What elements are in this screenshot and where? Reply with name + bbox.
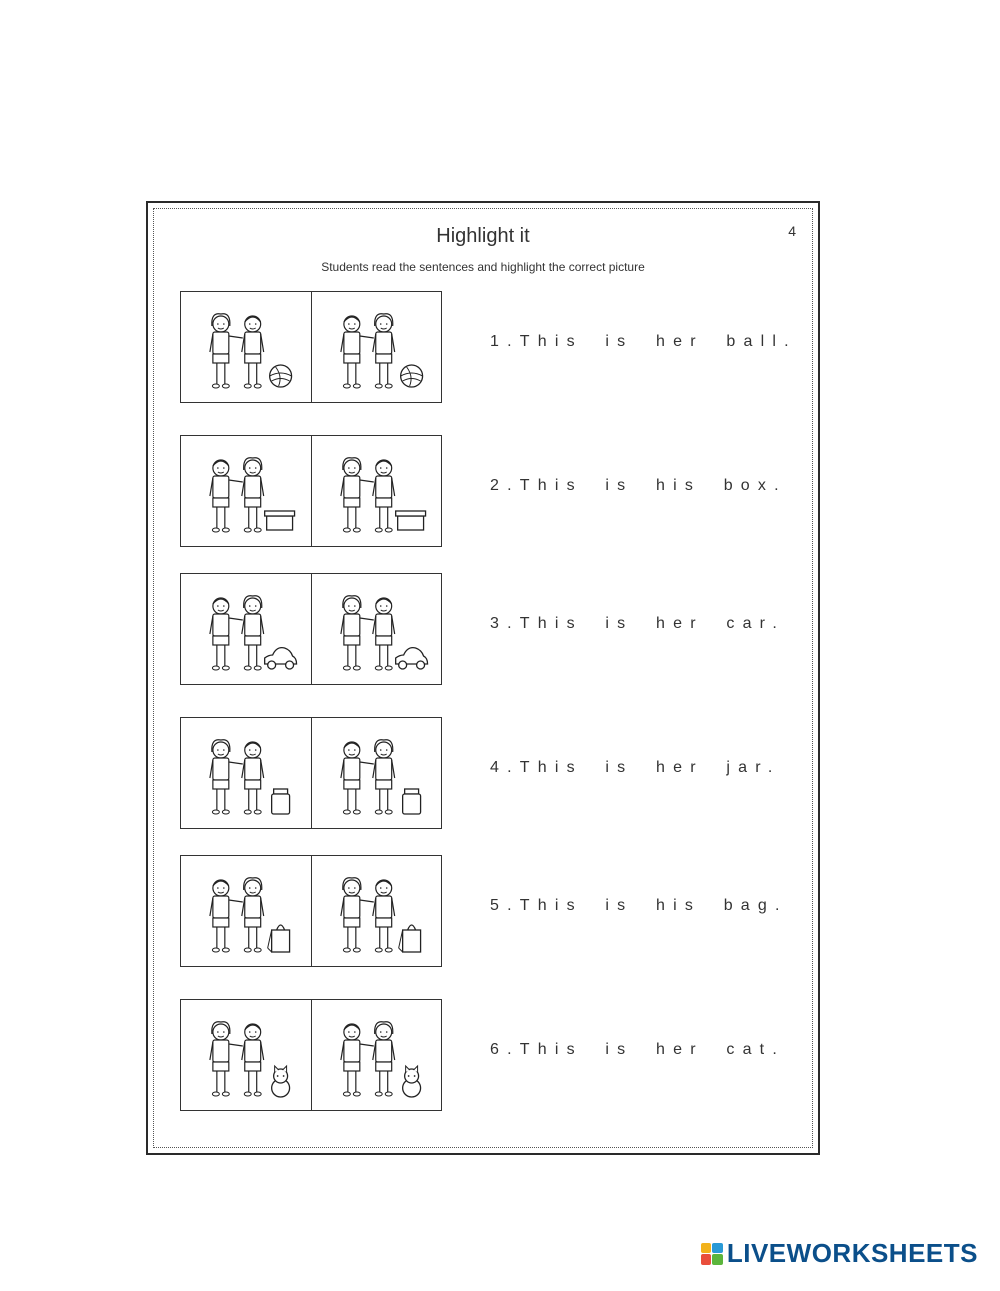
picture-option-left[interactable] xyxy=(181,292,311,402)
car-illustration xyxy=(209,595,298,671)
liveworksheets-logo: LIVEWORKSHEETS xyxy=(700,1238,978,1269)
picture-pair xyxy=(180,573,442,685)
picture-option-right[interactable] xyxy=(310,718,442,828)
picture-option-left[interactable] xyxy=(181,574,311,684)
picture-option-right[interactable] xyxy=(310,436,442,546)
picture-pair xyxy=(180,855,442,967)
ball-illustration xyxy=(339,313,423,389)
picture-pair xyxy=(180,435,442,547)
picture-option-left[interactable] xyxy=(181,856,311,966)
sentence: 3.This is her car. xyxy=(490,615,785,632)
box-illustration xyxy=(209,457,296,533)
picture-option-right[interactable] xyxy=(310,1000,442,1110)
jar-illustration xyxy=(209,739,291,815)
question-row: 3.This is her car. xyxy=(180,573,780,687)
question-row: 4.This is her jar. xyxy=(180,717,780,831)
bag-illustration xyxy=(209,877,291,953)
page-number: 4 xyxy=(788,223,796,239)
liveworksheets-logo-icon xyxy=(700,1242,723,1265)
picture-option-right[interactable] xyxy=(310,292,442,402)
question-row: 6.This is her cat. xyxy=(180,999,780,1113)
picture-option-left[interactable] xyxy=(181,1000,311,1110)
instructions: Students read the sentences and highligh… xyxy=(321,260,645,274)
picture-option-right[interactable] xyxy=(310,856,442,966)
sentence: 2.This is his box. xyxy=(490,477,787,494)
car-illustration xyxy=(339,595,428,671)
sentence: 5.This is his bag. xyxy=(490,897,788,914)
jar-illustration xyxy=(339,739,421,815)
picture-pair xyxy=(180,999,442,1111)
cat-illustration xyxy=(339,1021,421,1098)
box-illustration xyxy=(339,457,426,533)
picture-option-left[interactable] xyxy=(181,436,311,546)
dotted-border xyxy=(153,208,813,1148)
picture-pair xyxy=(180,717,442,829)
picture-pair xyxy=(180,291,442,403)
worksheet-title: Highlight it xyxy=(436,225,530,247)
cat-illustration xyxy=(209,1021,291,1098)
sentence: 6.This is her cat. xyxy=(490,1041,785,1058)
brand-name: LIVEWORKSHEETS xyxy=(726,1238,978,1268)
question-row: 2.This is his box. xyxy=(180,435,780,549)
sentence: 4.This is her jar. xyxy=(490,759,781,776)
bag-illustration xyxy=(339,877,421,953)
question-row: 1.This is her ball. xyxy=(180,291,789,405)
ball-illustration xyxy=(209,313,293,389)
sentence: 1.This is her ball. xyxy=(490,333,797,350)
picture-option-left[interactable] xyxy=(181,718,311,828)
worksheet-page: Highlight it 4 Students read the sentenc… xyxy=(146,201,820,1155)
picture-option-right[interactable] xyxy=(310,574,442,684)
question-row: 5.This is his bag. xyxy=(180,855,780,969)
